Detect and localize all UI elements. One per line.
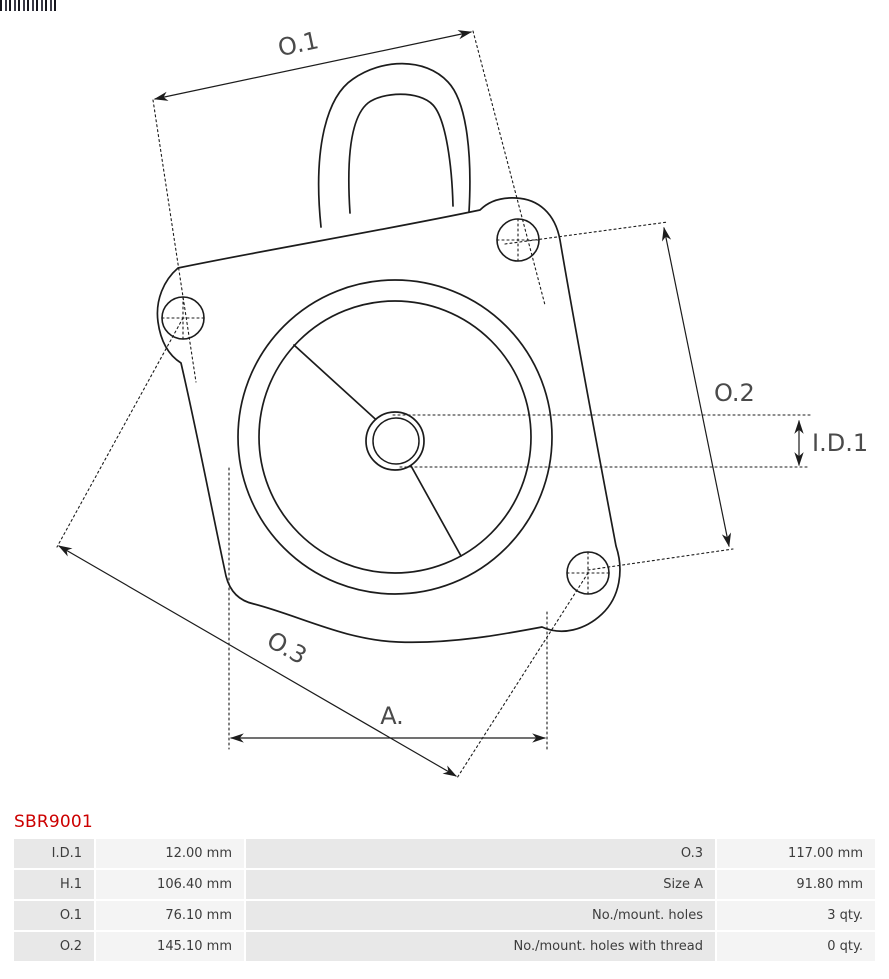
spec-value: 0 qty. [717, 932, 875, 961]
dim-label-a: A. [380, 702, 404, 730]
spec-value: 91.80 mm [717, 870, 875, 899]
dim-o2-arrow [661, 226, 732, 548]
spec-value: 106.40 mm [96, 870, 244, 899]
dim-label-o1: O.1 [275, 26, 321, 62]
shaft-hole-inner [372, 417, 420, 465]
spec-label: No./mount. holes [246, 901, 715, 930]
spec-label: No./mount. holes with thread [246, 932, 715, 961]
table-row: O.1 76.10 mm No./mount. holes 3 qty. [14, 901, 875, 930]
spec-label: Size A [246, 870, 715, 899]
technical-drawing: O.1 O.2 I.D.1 O.3 A. [56, 26, 868, 779]
spec-table: I.D.1 12.00 mm O.3 117.00 mm H.1 106.40 … [12, 837, 877, 963]
dim-label-o3: O.3 [262, 626, 311, 670]
spec-label: O.3 [246, 839, 715, 868]
spec-value: 117.00 mm [717, 839, 875, 868]
spec-label: I.D.1 [14, 839, 94, 868]
starter-cover-diagram: O.1 O.2 I.D.1 O.3 A. [56, 26, 868, 779]
dimension-lines [57, 30, 804, 777]
spec-label: H.1 [14, 870, 94, 899]
top-loop-inner [347, 93, 454, 214]
table-row: O.2 145.10 mm No./mount. holes with thre… [14, 932, 875, 961]
spec-label: O.1 [14, 901, 94, 930]
spec-value: 76.10 mm [96, 901, 244, 930]
dim-label-id1: I.D.1 [812, 429, 868, 457]
spec-value: 145.10 mm [96, 932, 244, 961]
shaft-hole-outer [365, 411, 425, 471]
brand-logo-icon [0, 0, 57, 11]
spec-value: 3 qty. [717, 901, 875, 930]
spec-label: O.2 [14, 932, 94, 961]
part-number[interactable]: SBR9001 [14, 812, 93, 832]
dim-o1-arrow [153, 30, 473, 101]
table-row: H.1 106.40 mm Size A 91.80 mm [14, 870, 875, 899]
table-row: I.D.1 12.00 mm O.3 117.00 mm [14, 839, 875, 868]
dim-label-o2: O.2 [714, 379, 755, 407]
spec-value: 12.00 mm [96, 839, 244, 868]
